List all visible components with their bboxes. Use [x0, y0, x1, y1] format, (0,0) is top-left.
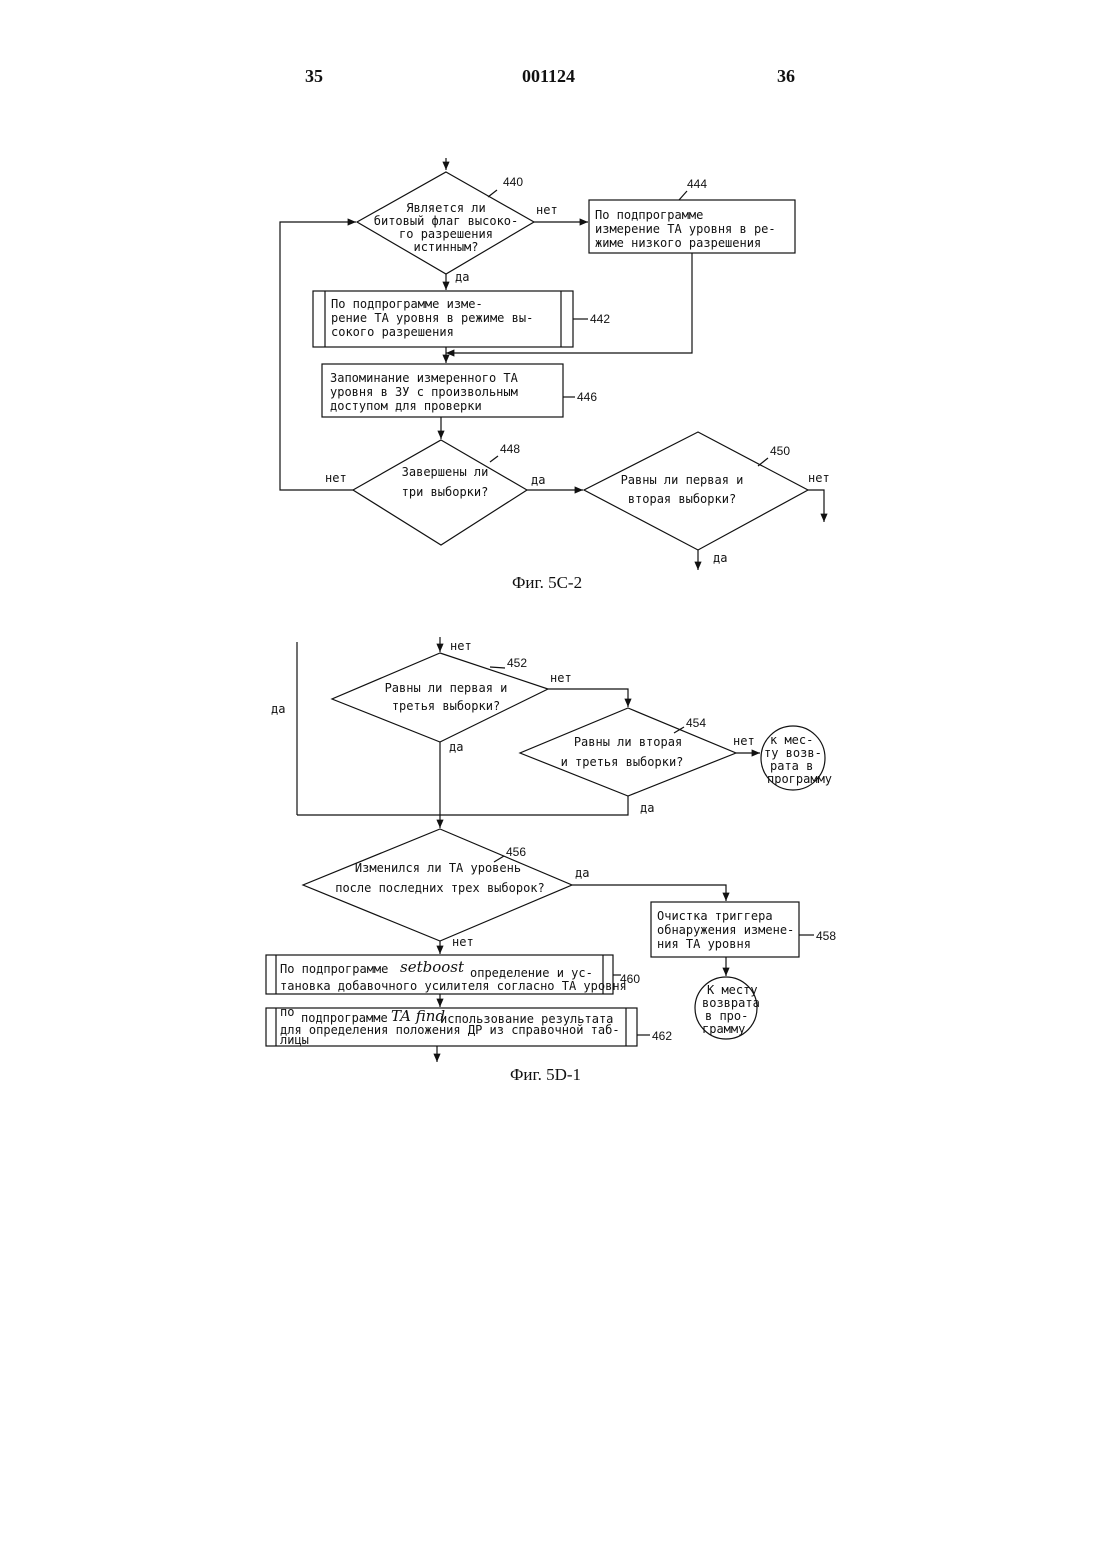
subroutine-460: По подпрограмме setboost определение и у… [266, 955, 640, 994]
label-yes-450: да [713, 551, 727, 565]
decision-450-line-2: вторая выборки? [628, 492, 736, 506]
label-no-452: нет [550, 671, 572, 685]
process-458: Очистка триггера обнаружения измене- ния… [651, 902, 836, 957]
subroutine-442: По подпрограмме изме- рение ТА уровня в … [313, 291, 610, 347]
process-458-line-2: обнаружения измене- [657, 923, 794, 937]
decision-452-ref: 452 [507, 656, 527, 670]
return-2-line-3: в про- [705, 1009, 748, 1023]
subroutine-460-prefix: По подпрограмме [280, 962, 388, 976]
decision-450: Равны ли первая и вторая выборки? 450 [584, 432, 808, 550]
subroutine-462-prefix: по [280, 1005, 294, 1019]
connector [280, 222, 356, 490]
decision-448-ref: 448 [500, 442, 520, 456]
figure-5c-2: Является ли битовый флаг высоко- го разр… [280, 158, 830, 570]
process-458-line-3: ния ТА уровня [657, 937, 751, 951]
label-no-448: нет [325, 471, 347, 485]
subroutine-460-name: setboost [400, 958, 465, 976]
terminal-return-2: К месту возврата в про- грамму [695, 977, 760, 1039]
return-1-line-4: программу [767, 772, 832, 786]
decision-448-line-2: три выборки? [402, 485, 489, 499]
process-458-ref: 458 [816, 929, 836, 943]
label-left-yes: да [271, 702, 285, 716]
label-no-456: нет [452, 935, 474, 949]
decision-456-line-1: Изменился ли ТА уровень [355, 861, 521, 875]
connector [548, 689, 628, 707]
subroutine-442-line-3: сокого разрешения [331, 325, 454, 339]
connector [808, 490, 824, 522]
decision-450-line-1: Равны ли первая и [621, 473, 744, 487]
decision-452-line-2: третья выборки? [392, 699, 500, 713]
subroutine-462-line-2: для определения положения ДР из справочн… [280, 1023, 620, 1037]
label-no-450: нет [808, 471, 830, 485]
decision-454-line-2: и третья выборки? [561, 755, 684, 769]
decision-448: Завершены ли три выборки? 448 [353, 440, 527, 545]
decision-452: Равны ли первая и третья выборки? 452 [332, 653, 548, 742]
connector [297, 796, 628, 815]
return-1-line-1: к мес- [770, 733, 813, 747]
decision-456-ref: 456 [506, 845, 526, 859]
label-no-440: нет [536, 203, 558, 217]
return-2-line-1: К месту [707, 983, 758, 997]
subroutine-462: по подпрограмме TA find использование ре… [266, 1005, 672, 1047]
decision-440-line-3: го разрешения [399, 227, 493, 241]
decision-450-ref: 450 [770, 444, 790, 458]
subroutine-460-line-2: тановка добавочного усилителя согласно Т… [280, 979, 627, 993]
figure-5d-1: нет да Равны ли первая и третья выборки?… [266, 637, 836, 1062]
subroutine-460-ref: 460 [620, 972, 640, 986]
label-yes-456: да [575, 866, 589, 880]
process-444-line-2: измерение ТА уровня в ре- [595, 222, 776, 236]
decision-454: Равны ли вторая и третья выборки? 454 [520, 708, 736, 796]
decision-456: Изменился ли ТА уровень после последних … [303, 829, 572, 941]
subroutine-442-line-1: По подпрограмме изме- [331, 297, 483, 311]
decision-440: Является ли битовый флаг высоко- го разр… [357, 172, 534, 274]
label-in-top: нет [450, 639, 472, 653]
label-yes-452: да [449, 740, 463, 754]
label-yes-454: да [640, 801, 654, 815]
figure-caption-5d-1: Фиг. 5D-1 [510, 1065, 581, 1085]
process-458-line-1: Очистка триггера [657, 909, 773, 923]
return-2-line-2: возврата [702, 996, 760, 1010]
decision-452-line-1: Равны ли первая и [385, 681, 508, 695]
subroutine-442-ref: 442 [590, 312, 610, 326]
process-444-line-1: По подпрограмме [595, 208, 703, 222]
terminal-return-1: к мес- ту возв- рата в программу [761, 726, 832, 790]
process-446-line-1: Запоминание измеренного ТА [330, 371, 519, 385]
decision-456-line-2: после последних трех выборок? [335, 881, 545, 895]
subroutine-462-ref: 462 [652, 1029, 672, 1043]
decision-440-line-4: истинным? [413, 240, 478, 254]
label-yes-448: да [531, 473, 545, 487]
decision-440-line-1: Является ли [406, 201, 485, 215]
return-1-line-2: ту возв- [764, 746, 822, 760]
process-444: По подпрограмме измерение ТА уровня в ре… [589, 177, 795, 253]
subroutine-442-line-2: рение ТА уровня в режиме вы- [331, 311, 533, 325]
subroutine-462-line-3: лицы [280, 1033, 309, 1047]
decision-454-ref: 454 [686, 716, 706, 730]
process-444-ref: 444 [687, 177, 707, 191]
decision-440-line-2: битовый флаг высоко- [374, 214, 519, 228]
label-no-454: нет [733, 734, 755, 748]
return-2-line-4: грамму [702, 1022, 745, 1036]
decision-454-line-1: Равны ли вторая [574, 735, 682, 749]
decision-440-ref: 440 [503, 175, 523, 189]
return-1-line-3: рата в [770, 759, 813, 773]
decision-448-line-1: Завершены ли [402, 465, 489, 479]
label-yes-440: да [455, 270, 469, 284]
process-444-line-3: жиме низкого разрешения [595, 236, 761, 250]
process-446-ref: 446 [577, 390, 597, 404]
subroutine-460-suffix: определение и ус- [470, 966, 593, 980]
process-446-line-3: доступом для проверки [330, 399, 482, 413]
connector [572, 885, 726, 901]
process-446: Запоминание измеренного ТА уровня в ЗУ с… [322, 364, 597, 417]
process-446-line-2: уровня в ЗУ с произвольным [330, 385, 518, 399]
figure-caption-5c-2: Фиг. 5C-2 [512, 573, 582, 593]
